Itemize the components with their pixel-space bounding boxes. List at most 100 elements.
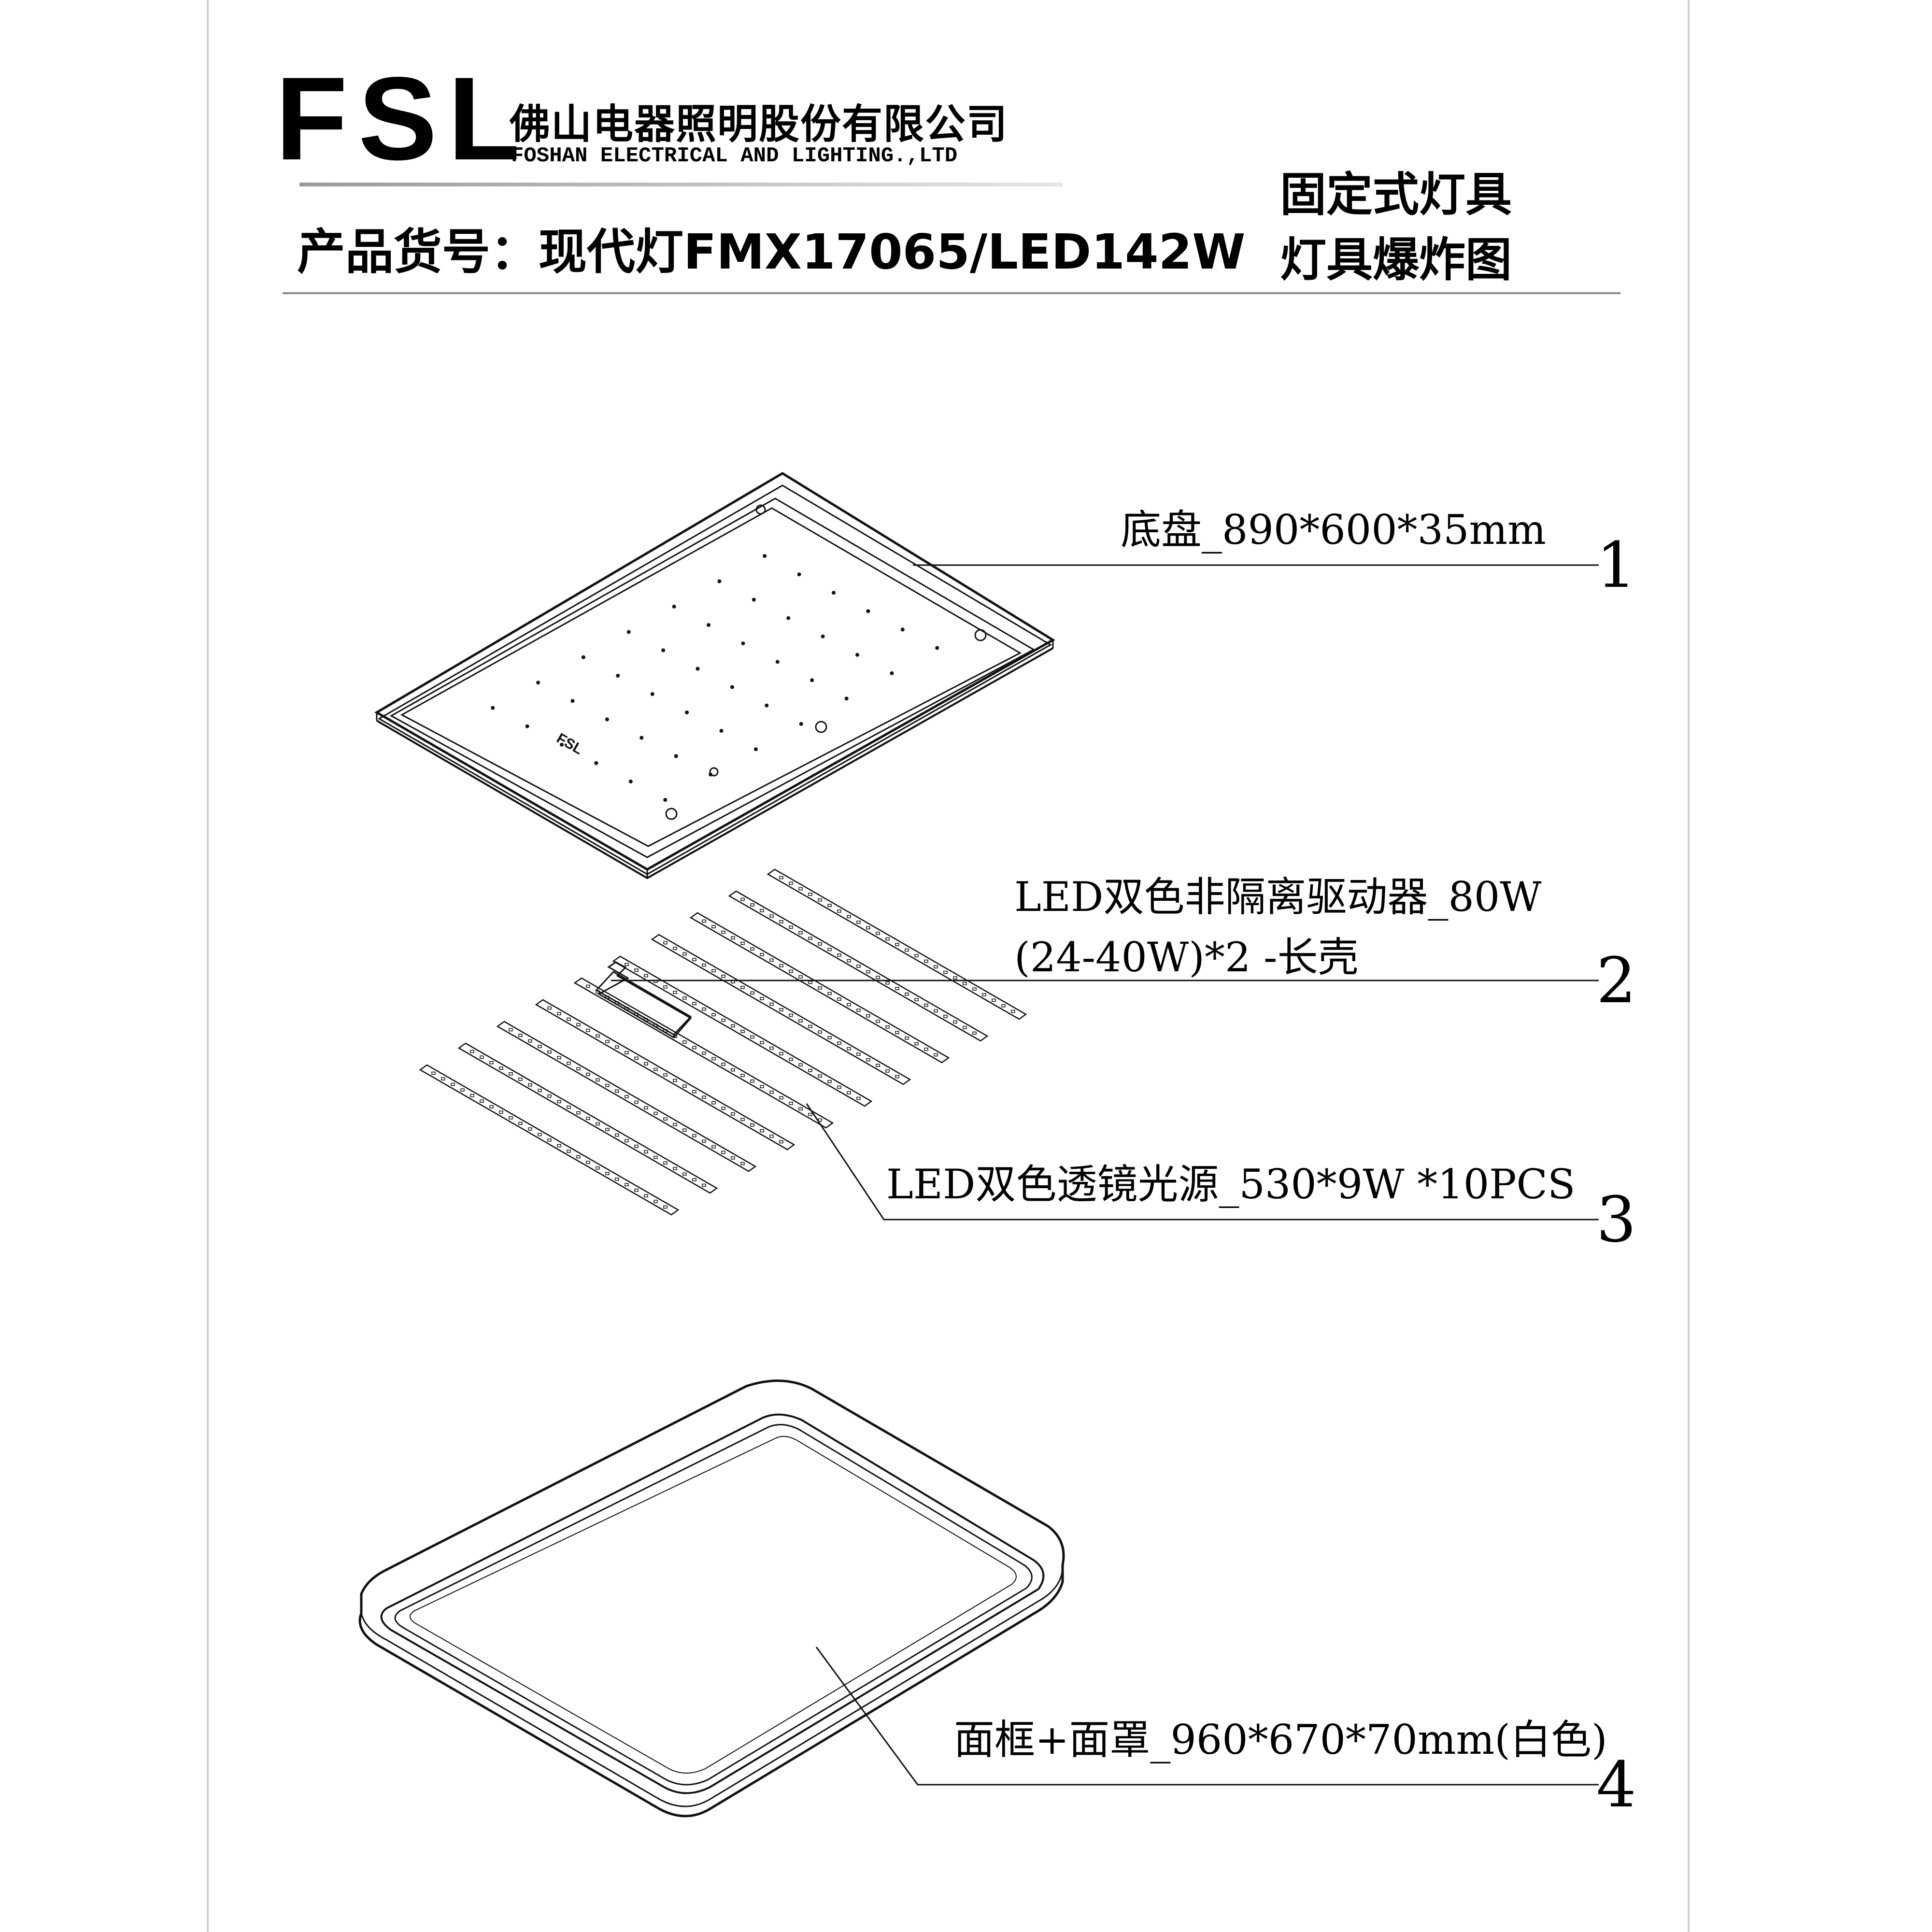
led-chip bbox=[818, 898, 822, 902]
led-chip bbox=[480, 1055, 484, 1059]
led-chip bbox=[653, 1156, 658, 1159]
led-chip bbox=[586, 984, 590, 988]
led-chip bbox=[557, 1056, 561, 1059]
led-chip bbox=[876, 932, 880, 935]
plate-hole bbox=[616, 673, 620, 678]
mount-hole bbox=[709, 767, 719, 777]
led-driver bbox=[597, 961, 692, 1038]
led-chip bbox=[963, 982, 967, 985]
led-chip bbox=[663, 1161, 668, 1165]
led-chip bbox=[750, 947, 754, 951]
plate-hole bbox=[628, 780, 633, 783]
led-chip bbox=[924, 1048, 928, 1051]
led-chip bbox=[663, 985, 668, 989]
led-chip bbox=[528, 1083, 532, 1087]
plate-hole bbox=[626, 630, 631, 634]
led-chip bbox=[760, 997, 764, 1000]
led-strip bbox=[419, 1064, 680, 1216]
plate-hole bbox=[536, 681, 540, 685]
led-chip bbox=[567, 1017, 571, 1021]
led-chip bbox=[789, 1057, 793, 1061]
led-chip bbox=[972, 987, 977, 991]
led-chip bbox=[905, 1037, 909, 1040]
plate-hole bbox=[786, 616, 791, 620]
led-chip bbox=[596, 1166, 600, 1170]
led-chip bbox=[692, 1090, 696, 1094]
led-chip bbox=[818, 942, 822, 946]
front-frame-cover bbox=[358, 1379, 1065, 1818]
part-4-label: 面框+面罩_960*670*70mm(白色) bbox=[954, 1716, 1607, 1763]
plate-hole bbox=[730, 685, 734, 689]
led-chip bbox=[866, 1014, 870, 1018]
led-strip bbox=[728, 890, 989, 1042]
plate-hole bbox=[605, 717, 609, 722]
led-chip bbox=[895, 1075, 899, 1079]
led-chip bbox=[673, 947, 677, 950]
led-chip bbox=[798, 931, 803, 935]
led-chip bbox=[731, 1112, 735, 1116]
led-chip bbox=[866, 1058, 870, 1062]
sheet-border-left bbox=[207, 0, 209, 1932]
led-chip bbox=[644, 1062, 648, 1065]
company-name-en: FOSHAN ELECTRICAL AND LIGHTING.,LTD bbox=[511, 144, 958, 168]
led-chip bbox=[711, 1057, 716, 1061]
led-strip bbox=[689, 912, 950, 1064]
led-chip bbox=[682, 952, 687, 956]
led-chip bbox=[431, 1071, 436, 1075]
led-strip bbox=[767, 868, 1027, 1020]
mount-hole bbox=[974, 629, 987, 641]
document-type: 固定式灯具 bbox=[1280, 168, 1512, 222]
led-chip bbox=[779, 920, 783, 923]
led-chip bbox=[769, 1135, 774, 1138]
led-chip bbox=[750, 1035, 754, 1039]
led-chip bbox=[576, 1067, 581, 1071]
led-chip bbox=[779, 876, 783, 880]
led-chip bbox=[847, 959, 851, 963]
led-chip bbox=[509, 1028, 513, 1032]
plate-hole bbox=[752, 597, 756, 602]
led-chip bbox=[644, 974, 648, 978]
led-chip bbox=[576, 1155, 581, 1159]
led-chip bbox=[634, 1144, 639, 1148]
led-chip bbox=[963, 1026, 967, 1029]
led-chip bbox=[692, 1002, 696, 1006]
base-plate-holes bbox=[491, 554, 939, 802]
plate-hole bbox=[890, 671, 894, 675]
header-divider bbox=[283, 292, 1620, 294]
led-chip bbox=[644, 1106, 648, 1109]
led-chip bbox=[480, 1099, 484, 1103]
led-chip bbox=[808, 937, 812, 940]
led-chip bbox=[625, 1051, 629, 1054]
led-chip bbox=[625, 1139, 629, 1142]
led-chip bbox=[885, 981, 890, 985]
company-name-cn: 佛山电器照明股份有限公司 bbox=[510, 100, 1009, 148]
led-chip bbox=[702, 1183, 706, 1187]
plate-hole bbox=[560, 742, 564, 747]
led-chip bbox=[460, 1088, 465, 1092]
led-strip bbox=[457, 1042, 718, 1194]
led-chip bbox=[779, 1096, 783, 1100]
led-chip bbox=[470, 1094, 474, 1097]
part-2-label-line1: LED双色非隔离驱动器_80W bbox=[1014, 873, 1542, 921]
led-chip bbox=[499, 1110, 503, 1114]
led-chip bbox=[818, 1030, 822, 1034]
led-chip bbox=[644, 1194, 648, 1198]
led-chip bbox=[750, 903, 754, 907]
led-chip bbox=[528, 1039, 532, 1043]
led-chip bbox=[856, 965, 861, 968]
led-chip bbox=[586, 1028, 590, 1032]
plate-hole bbox=[674, 754, 678, 758]
plate-hole bbox=[821, 634, 825, 639]
led-chip bbox=[682, 1172, 687, 1176]
led-chip bbox=[740, 897, 745, 901]
led-chip bbox=[702, 1139, 706, 1143]
led-chip bbox=[653, 1111, 658, 1115]
led-chip bbox=[740, 1162, 745, 1165]
led-chip bbox=[653, 1200, 658, 1203]
led-chip bbox=[557, 1144, 561, 1148]
led-chip bbox=[740, 986, 745, 989]
base-plate: FSL bbox=[374, 472, 1055, 880]
led-chip bbox=[972, 1031, 977, 1035]
led-chip bbox=[673, 1167, 677, 1170]
led-chip bbox=[625, 1095, 629, 1098]
